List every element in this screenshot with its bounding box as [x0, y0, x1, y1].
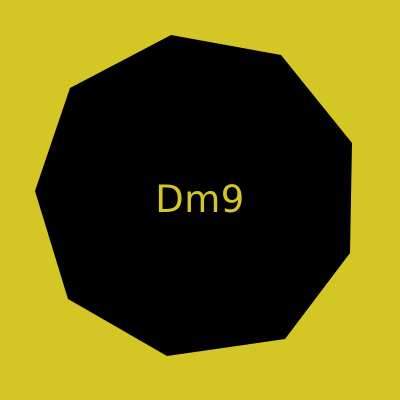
- nonagon-shape: [35, 35, 352, 356]
- chord-label: Dm9: [155, 178, 245, 221]
